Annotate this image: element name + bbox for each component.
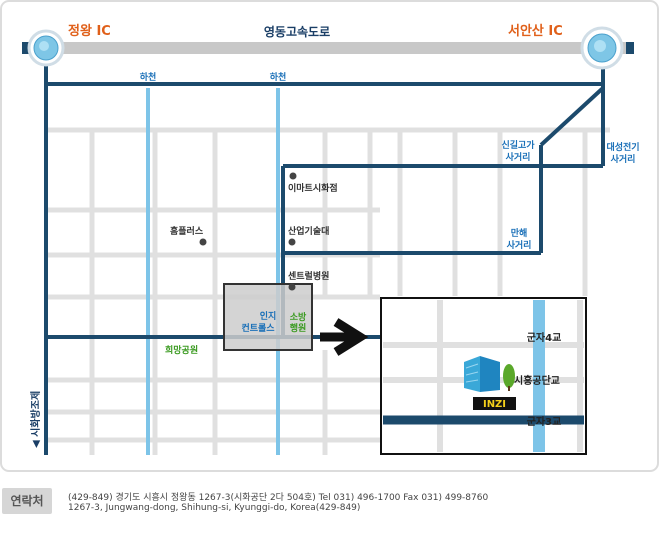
arrow-right-icon bbox=[320, 318, 369, 356]
highway-band bbox=[22, 42, 634, 54]
company-label-1: 인지 bbox=[260, 310, 277, 322]
river-left-label: 하천 bbox=[140, 71, 157, 83]
ic-right-marker bbox=[580, 26, 624, 70]
industrial-tech-label: 산업기술대 bbox=[288, 225, 329, 237]
emart-dot bbox=[289, 172, 297, 180]
homeplus-dot bbox=[199, 238, 207, 246]
central-hospital-label: 센트럴병원 bbox=[288, 270, 329, 282]
poi-dots bbox=[199, 172, 297, 291]
river-right-label: 하천 bbox=[270, 71, 287, 83]
address-korean: (429-849) 경기도 시흥시 정왕동 1267-3(시화공단 2다 504… bbox=[68, 493, 489, 503]
singil-intersection-label-1: 신길고가 bbox=[501, 139, 535, 151]
sihwa-seawall-label: ◀ 시화방조제 bbox=[29, 391, 42, 448]
ic-left-label: 정왕 IC bbox=[68, 23, 111, 39]
contact-footer: 연락처 (429-849) 경기도 시흥시 정왕동 1267-3(시화공단 2다… bbox=[0, 478, 660, 533]
ic-left-marker bbox=[27, 29, 65, 67]
singil-intersection-label-2: 사거리 bbox=[506, 151, 531, 163]
contact-label: 연락처 bbox=[2, 488, 52, 514]
huimang-park-label: 희망공원 bbox=[165, 344, 198, 356]
building-icon bbox=[464, 356, 500, 392]
daesung-intersection-label-2: 사거리 bbox=[611, 153, 636, 165]
address-english: 1267-3, Jungwang-dong, Shihung-si, Kyung… bbox=[68, 503, 361, 513]
bridge-3-label: 군자3교 bbox=[527, 415, 562, 428]
company-label-2: 컨트롤스 bbox=[241, 322, 275, 334]
central-hospital-dot bbox=[288, 283, 296, 291]
company-highlight-box bbox=[223, 283, 313, 351]
location-map: INZI 정왕 IC 서안산 IC 영동고속도로 하천 하천 신길고가 사거리 … bbox=[0, 0, 659, 472]
manhae-intersection-label-1: 만해 bbox=[511, 227, 528, 239]
map-canvas: INZI 정왕 IC 서안산 IC 영동고속도로 하천 하천 신길고가 사거리 … bbox=[0, 0, 659, 472]
manhae-intersection-label-2: 사거리 bbox=[507, 239, 532, 251]
emart-label: 이마트시화점 bbox=[288, 182, 338, 194]
company-logo-icon: INZI bbox=[473, 397, 516, 410]
svg-text:INZI: INZI bbox=[483, 399, 506, 410]
fire-station-label-2: 행원 bbox=[290, 322, 307, 334]
tree-icon bbox=[503, 364, 515, 391]
street-grid bbox=[48, 127, 610, 455]
ic-right-label: 서안산 IC bbox=[508, 23, 563, 39]
highway-label: 영동고속도로 bbox=[264, 24, 330, 39]
daesung-intersection-label-1: 대성전기 bbox=[606, 141, 639, 153]
homeplus-label: 홈플러스 bbox=[170, 225, 204, 237]
siheung-bridge-label: 시흥공단교 bbox=[514, 374, 560, 387]
industrial-tech-dot bbox=[288, 238, 296, 246]
bridge-4-label: 군자4교 bbox=[527, 331, 562, 344]
detail-inset: INZI bbox=[380, 297, 587, 455]
fire-station-label-1: 소방 bbox=[290, 311, 307, 323]
